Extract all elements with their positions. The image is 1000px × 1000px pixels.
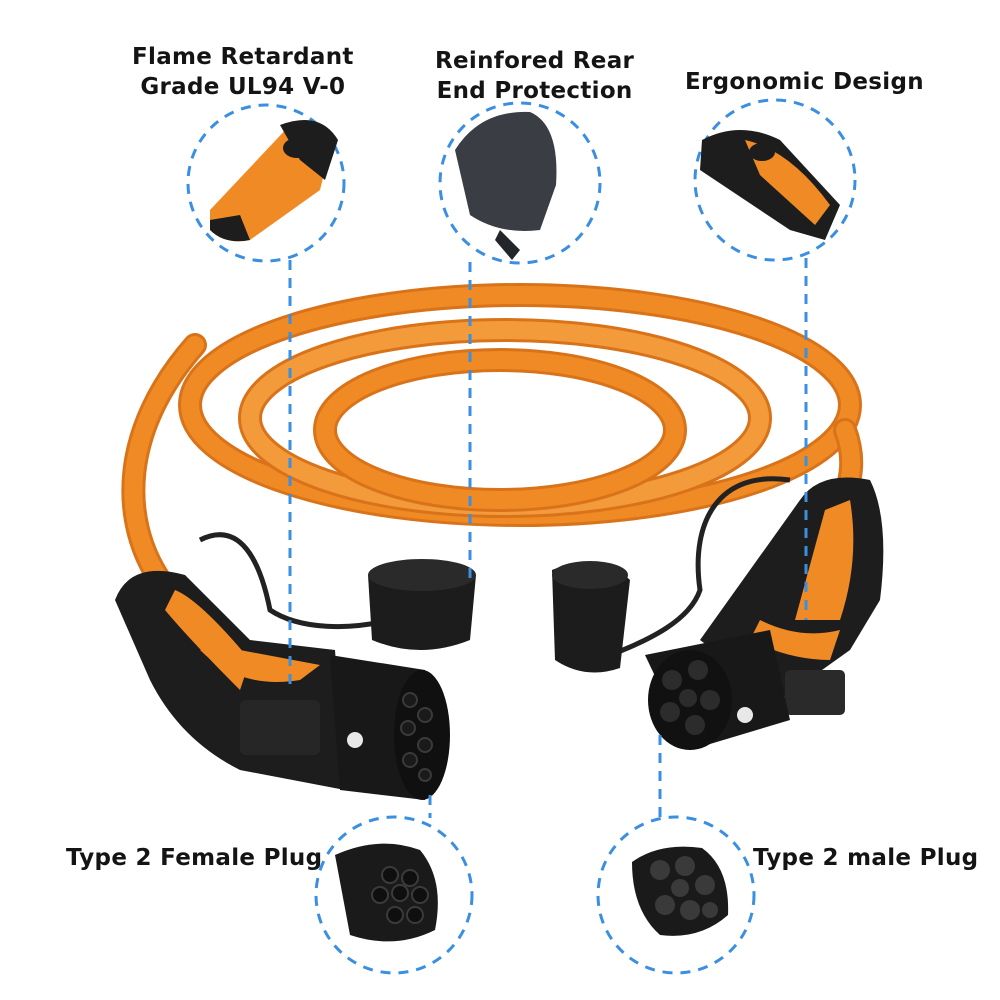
ergonomic-design-label: Ergonomic Design <box>685 69 924 95</box>
ergonomic-detail-handle <box>700 130 840 240</box>
male-plug-detail <box>632 846 729 936</box>
male-dust-cap <box>552 561 630 673</box>
rear-label-line-2: End Protection <box>436 78 633 104</box>
flame-detail-handle <box>210 120 338 242</box>
rear-protection-detail <box>455 111 557 260</box>
female-plug-label: Type 2 Female Plug <box>66 845 323 871</box>
callout-lines <box>186 98 857 975</box>
female-plug-detail <box>335 843 438 942</box>
male-plug-label: Type 2 male Plug <box>753 845 979 871</box>
coiled-cable <box>121 283 864 592</box>
flame-label-line-2: Grade UL94 V-0 <box>140 74 346 100</box>
female-plug <box>115 570 450 800</box>
flame-retardant-label: Flame Retardant Grade UL94 V-0 <box>132 42 354 102</box>
rear-label-line-1: Reinfored Rear <box>435 48 635 74</box>
female-dust-cap <box>368 559 476 650</box>
rear-protection-label: Reinfored Rear End Protection <box>435 46 634 106</box>
flame-label-line-1: Flame Retardant <box>132 44 354 70</box>
male-plug <box>645 477 884 750</box>
female-cap-tether <box>198 532 391 630</box>
male-cap-tether <box>609 476 791 658</box>
